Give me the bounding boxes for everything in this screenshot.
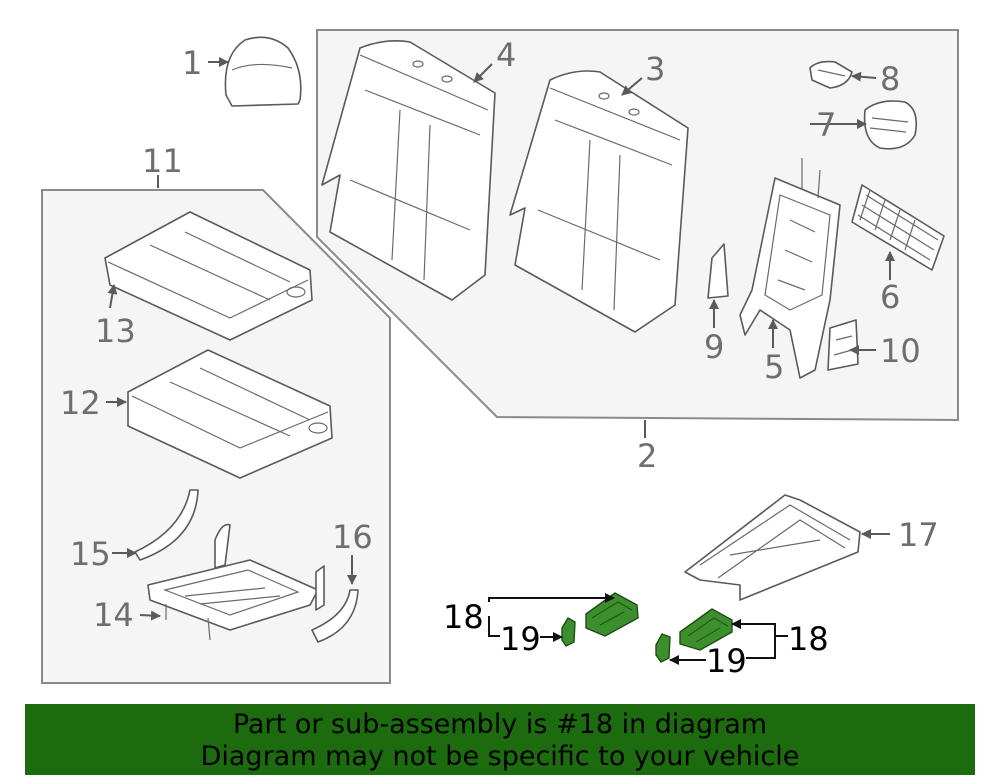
cushion-wire xyxy=(134,489,199,561)
callout-14: 14 xyxy=(93,596,134,634)
callout-1: 1 xyxy=(182,44,202,82)
callout-12: 12 xyxy=(60,384,101,422)
callout-7: 7 xyxy=(816,106,836,144)
callout-17: 17 xyxy=(898,516,939,554)
track-clip-left[interactable] xyxy=(561,617,576,647)
cushion-frame xyxy=(147,523,325,641)
seat-back-panel xyxy=(851,184,945,271)
callout-18-right[interactable]: 18 xyxy=(788,620,829,658)
hinge-cover xyxy=(827,319,859,371)
headrest xyxy=(224,36,302,107)
callout-16: 16 xyxy=(332,518,373,556)
callout-5: 5 xyxy=(764,348,784,386)
banner-line-1: Part or sub-assembly is #18 in diagram xyxy=(232,709,768,740)
banner-line-2: Diagram may not be specific to your vehi… xyxy=(200,741,800,772)
callout-8: 8 xyxy=(880,60,900,98)
callout-11: 11 xyxy=(142,142,183,180)
track-clip-right[interactable] xyxy=(655,633,671,663)
callout-9: 9 xyxy=(704,328,724,366)
parts-diagram: 1 2 3 4 5 6 7 8 9 10 11 12 13 14 15 16 1… xyxy=(41,29,959,684)
callout-2: 2 xyxy=(637,437,657,475)
side-cover xyxy=(707,243,729,299)
callout-15: 15 xyxy=(70,535,111,573)
track-cover-left[interactable] xyxy=(585,592,639,637)
callout-4: 4 xyxy=(496,36,516,74)
recliner-knob xyxy=(863,100,918,150)
callout-18-left[interactable]: 18 xyxy=(443,598,484,636)
track-cover-right[interactable] xyxy=(679,608,733,651)
seat-back-frame xyxy=(739,158,841,379)
callout-19-right[interactable]: 19 xyxy=(706,642,747,680)
callout-3: 3 xyxy=(645,50,665,88)
cushion-bracket xyxy=(311,589,359,643)
callout-10: 10 xyxy=(880,332,921,370)
info-banner: Part or sub-assembly is #18 in diagram D… xyxy=(25,704,975,775)
seat-back-cover xyxy=(321,40,496,301)
callout-13: 13 xyxy=(95,312,136,350)
callout-6: 6 xyxy=(880,278,900,316)
callout-19-left[interactable]: 19 xyxy=(500,620,541,658)
cushion-pad xyxy=(127,349,333,479)
seat-back-cover-2 xyxy=(509,70,689,333)
seat-track xyxy=(684,494,861,601)
